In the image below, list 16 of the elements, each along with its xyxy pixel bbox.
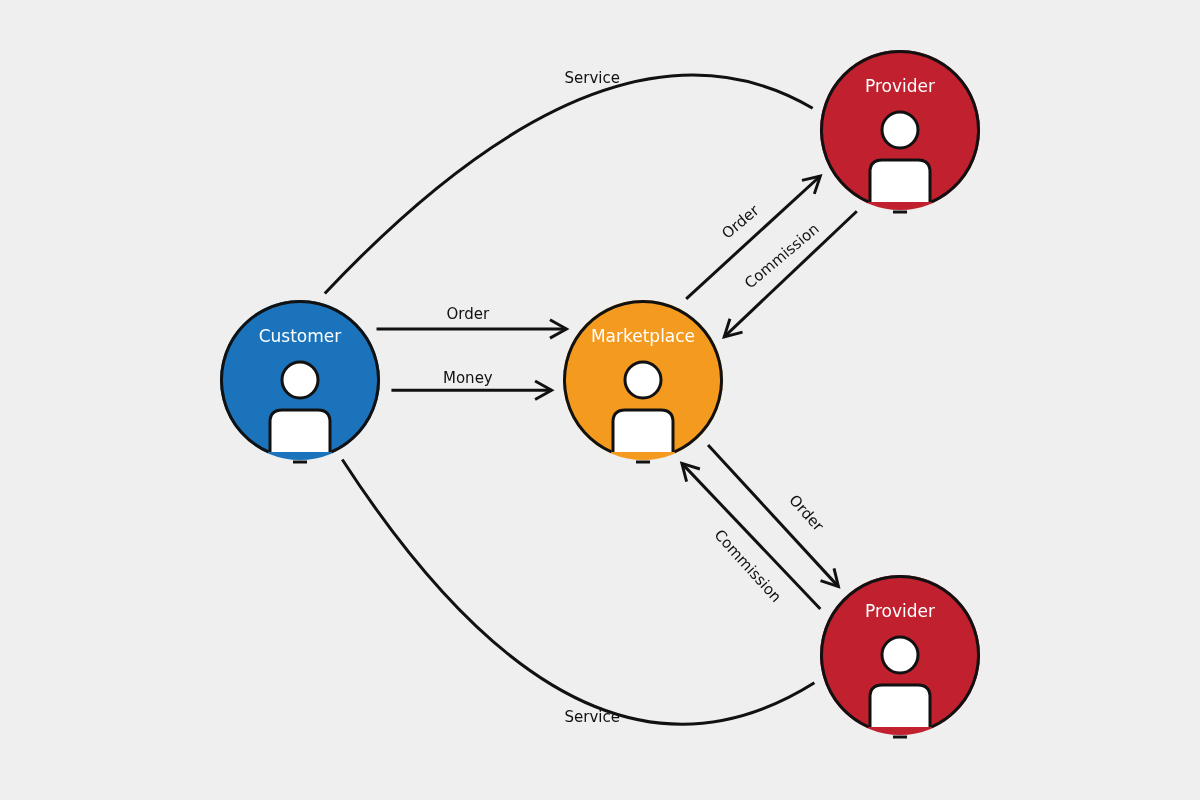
arrow	[685, 174, 822, 300]
arrow	[376, 318, 568, 340]
arrow	[722, 210, 858, 339]
node-label: Marketplace	[589, 326, 697, 346]
arrow	[680, 461, 822, 611]
arrow	[706, 444, 840, 589]
edge-label: Service	[564, 69, 620, 87]
connector-line	[341, 458, 816, 726]
edge-label: Order	[446, 305, 490, 323]
connector-line	[323, 74, 814, 295]
node-label: Provider	[864, 601, 936, 621]
node-label: Provider	[864, 76, 936, 96]
edge-label: Money	[443, 369, 493, 387]
arrow	[391, 379, 554, 401]
node-label: Customer	[257, 326, 343, 346]
edge-label: Service	[564, 708, 620, 726]
